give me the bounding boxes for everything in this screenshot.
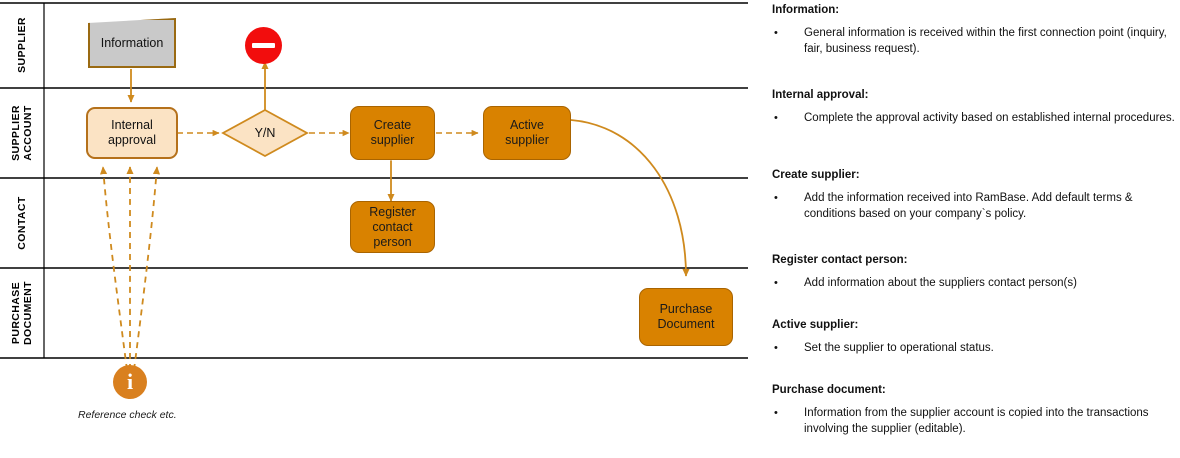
- panel-section-create-supplier: Create supplier: • Add the information r…: [772, 168, 1180, 222]
- panel-heading-create-supplier: Create supplier:: [772, 169, 860, 181]
- panel-bullet-register-contact-person: • Add information about the suppliers co…: [772, 276, 1180, 292]
- reference-check-caption-text: Reference check etc.: [78, 409, 177, 421]
- node-decision-label: Y/N: [254, 126, 276, 140]
- lane-label-supplier-account: SUPPLIER ACCOUNT: [0, 88, 44, 178]
- panel-text-purchase-document: Information from the supplier account is…: [804, 407, 1149, 435]
- bullet-marker: •: [774, 407, 778, 419]
- lane-label-supplier-text: SUPPLIER: [16, 17, 28, 73]
- panel-section-information: Information: • General information is re…: [772, 3, 1180, 57]
- swimlane-diagram: SUPPLIER SUPPLIER ACCOUNT CONTACT PURCHA…: [0, 2, 748, 421]
- connector-active-supplier-to-purchase-document: [570, 119, 690, 277]
- bullet-marker: •: [774, 112, 778, 124]
- node-create-supplier[interactable]: Create supplier: [350, 106, 435, 160]
- info-icon[interactable]: i: [113, 365, 147, 399]
- node-internal-approval-label: Internal approval: [108, 118, 156, 147]
- lane-label-supplier: SUPPLIER: [0, 2, 44, 88]
- process-steps-panel: Information: • General information is re…: [772, 0, 1180, 458]
- panel-section-internal-approval: Internal approval: • Complete the approv…: [772, 88, 1180, 127]
- lane-label-contact-text: CONTACT: [16, 196, 28, 250]
- panel-heading-information: Information:: [772, 4, 840, 16]
- node-information[interactable]: Information: [88, 18, 176, 68]
- panel-bullet-internal-approval: • Complete the approval activity based o…: [772, 111, 1180, 127]
- panel-section-active-supplier: Active supplier: • Set the supplier to o…: [772, 318, 1180, 357]
- decision-diamond-shape: [221, 108, 309, 158]
- node-internal-approval[interactable]: Internal approval: [86, 107, 178, 159]
- panel-heading-internal-approval: Internal approval:: [772, 89, 869, 101]
- panel-section-purchase-document: Purchase document: • Information from th…: [772, 383, 1180, 437]
- panel-heading-active-supplier: Active supplier:: [772, 319, 859, 331]
- panel-bullet-information: • General information is received within…: [772, 26, 1180, 57]
- stop-sign-bar: [252, 42, 275, 49]
- stop-sign-icon: [245, 27, 282, 64]
- panel-text-register-contact-person: Add information about the suppliers cont…: [804, 277, 1077, 289]
- node-information-label: Information: [100, 36, 164, 50]
- node-register-contact-person-label: Register contact person: [369, 204, 416, 249]
- bullet-marker: •: [774, 342, 778, 354]
- bullet-marker: •: [774, 277, 778, 289]
- lane-label-supplier-account-text: SUPPLIER ACCOUNT: [10, 105, 34, 161]
- panel-text-internal-approval: Complete the approval activity based on …: [804, 112, 1175, 124]
- panel-bullet-create-supplier: • Add the information received into RamB…: [772, 191, 1180, 222]
- lane-label-purchase-document: PURCHASE DOCUMENT: [0, 268, 44, 358]
- diagram-vector-layer: [0, 2, 748, 371]
- node-purchase-document[interactable]: Purchase Document: [639, 288, 733, 346]
- panel-text-information: General information is received within t…: [804, 27, 1167, 55]
- bullet-marker: •: [774, 27, 778, 39]
- panel-text-active-supplier: Set the supplier to operational status.: [804, 342, 994, 354]
- node-active-supplier[interactable]: Active supplier: [483, 106, 571, 160]
- node-register-contact-person[interactable]: Register contact person: [350, 201, 435, 253]
- info-icon-glyph: i: [126, 369, 134, 394]
- panel-section-register-contact-person: Register contact person: • Add informati…: [772, 253, 1180, 292]
- panel-bullet-purchase-document: • Information from the supplier account …: [772, 406, 1180, 437]
- node-create-supplier-label: Create supplier: [370, 118, 415, 147]
- panel-bullet-active-supplier: • Set the supplier to operational status…: [772, 341, 1180, 357]
- node-active-supplier-label: Active supplier: [505, 118, 549, 147]
- panel-text-create-supplier: Add the information received into RamBas…: [804, 192, 1133, 220]
- reference-check-caption: Reference check etc.: [78, 409, 177, 421]
- bullet-marker: •: [774, 192, 778, 204]
- panel-heading-register-contact-person: Register contact person:: [772, 254, 908, 266]
- lane-label-contact: CONTACT: [0, 178, 44, 268]
- panel-heading-purchase-document: Purchase document:: [772, 384, 886, 396]
- connector-reference-check-fan: [99, 166, 161, 371]
- node-decision-label-wrap[interactable]: Y/N: [235, 123, 295, 143]
- node-purchase-document-label: Purchase Document: [657, 302, 715, 331]
- lane-label-purchase-document-text: PURCHASE DOCUMENT: [10, 281, 34, 345]
